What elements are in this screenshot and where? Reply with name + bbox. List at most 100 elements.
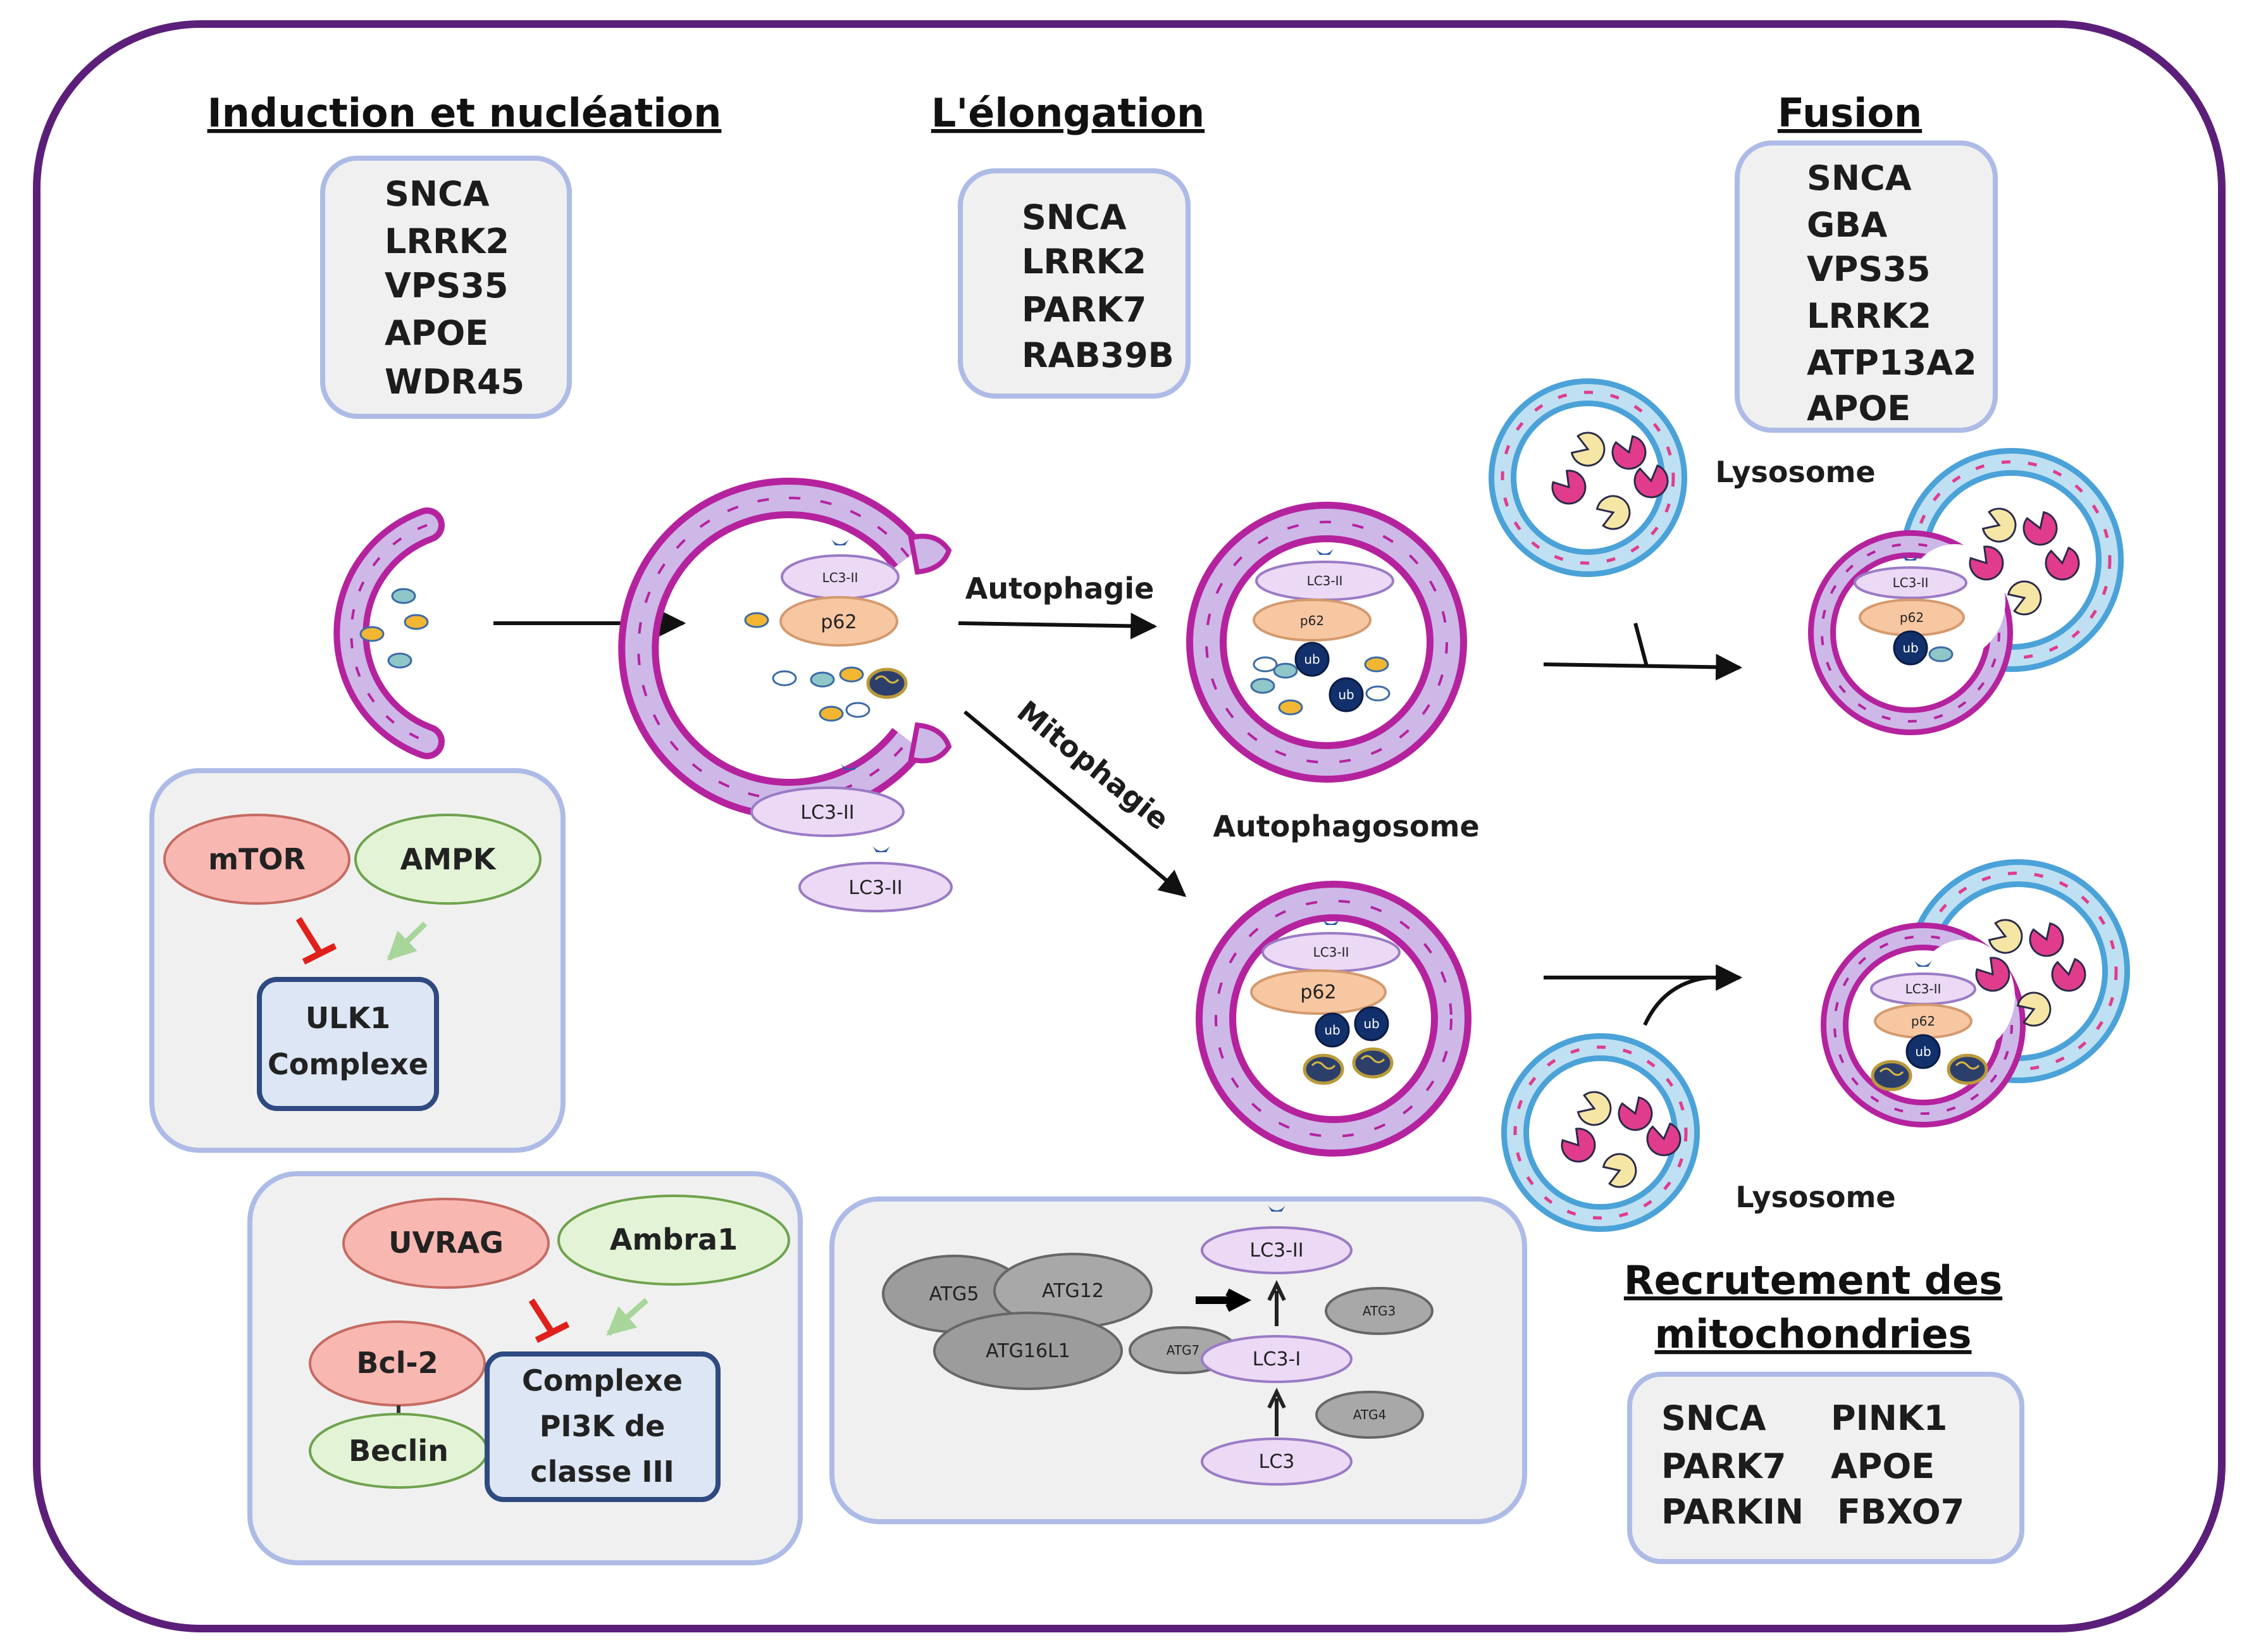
atg-lc3-label: LC3 bbox=[1259, 1451, 1295, 1473]
ub-label: ub bbox=[1915, 1044, 1931, 1059]
lc3-ii-label: LC3-II bbox=[822, 570, 858, 585]
arrow-autophagie bbox=[958, 612, 1158, 640]
ampk-node bbox=[354, 814, 542, 905]
arrow-atg-complex bbox=[1196, 1288, 1252, 1312]
lc3-ii-label: LC3-II bbox=[1905, 981, 1942, 997]
label-autophagie: Autophagie bbox=[965, 571, 1155, 606]
label-autophagosome: Autophagosome bbox=[1213, 809, 1479, 843]
lc3-ii-label: LC3-II bbox=[1893, 575, 1929, 590]
mtor-label: mTOR bbox=[208, 842, 306, 876]
gene-parkin: PARKIN bbox=[1661, 1492, 1804, 1532]
gene-box-induction: SNCA LRRK2 VPS35 APOE WDR45 bbox=[320, 156, 572, 419]
inhibit-uvrag bbox=[528, 1298, 570, 1343]
pi3k-label-line1: Complexe bbox=[522, 1363, 683, 1398]
ub-label: ub bbox=[1338, 687, 1354, 702]
mtor-node bbox=[163, 814, 350, 905]
label-lysosome-top: Lysosome bbox=[1715, 455, 1875, 489]
autolysosome-top: LC3-II p62 ub bbox=[1808, 448, 2124, 735]
autophagosome-bottom: LC3-II p62 ub ub bbox=[1196, 881, 1471, 1157]
atg12-label: ATG12 bbox=[1042, 1280, 1104, 1302]
atg7-label: ATG7 bbox=[1167, 1343, 1200, 1358]
atg-lc3-ii-node bbox=[1201, 1226, 1353, 1274]
gene-snca: SNCA bbox=[1022, 197, 1127, 237]
uvrag-node bbox=[342, 1198, 550, 1289]
atg-lc3-ii-label: LC3-II bbox=[1249, 1239, 1303, 1262]
beclin-label: Beclin bbox=[349, 1434, 449, 1468]
ambra1-node bbox=[557, 1195, 790, 1286]
lc3-ii-label: LC3-II bbox=[848, 877, 902, 899]
gene-atp13a2: ATP13A2 bbox=[1807, 343, 1977, 383]
lc3-ii-label: LC3-II bbox=[800, 802, 854, 824]
gene-vps35: VPS35 bbox=[385, 266, 508, 306]
header-recruitment-line1: Recrutement des bbox=[1624, 1257, 2002, 1303]
activate-ambra1 bbox=[606, 1298, 648, 1336]
header-elongation: L'élongation bbox=[931, 90, 1205, 136]
header-fusion: Fusion bbox=[1778, 90, 1922, 136]
autophagosome-top: LC3-II p62 ub ub bbox=[1186, 502, 1467, 783]
gene-lrrk2: LRRK2 bbox=[385, 221, 509, 261]
phagophore bbox=[333, 507, 445, 759]
ulk1-panel: mTOR AMPK ULK1 Complexe bbox=[149, 768, 566, 1153]
header-recruitment-line2: mitochondries bbox=[1655, 1311, 1972, 1357]
free-lc3-ii: LC3-II LC3-II bbox=[750, 764, 953, 912]
atg4-node bbox=[1315, 1391, 1424, 1439]
gene-snca: SNCA bbox=[1661, 1398, 1766, 1438]
ub-label: ub bbox=[1304, 652, 1320, 667]
inhibit-mtor bbox=[295, 917, 337, 965]
atg4-label: ATG4 bbox=[1353, 1407, 1387, 1422]
atg3-node bbox=[1325, 1287, 1434, 1335]
label-lysosome-bottom: Lysosome bbox=[1735, 1180, 1895, 1214]
gene-box-elongation: SNCA LRRK2 PARK7 RAB39B bbox=[958, 168, 1191, 399]
arrow-mitophagie bbox=[963, 710, 1187, 897]
lysosome-top bbox=[1489, 378, 1687, 577]
pi3k-label-line2: PI3K de bbox=[540, 1409, 666, 1443]
gene-gba: GBA bbox=[1807, 205, 1887, 245]
gene-box-recruitment: SNCA PARK7 PARKIN PINK1 APOE FBXO7 bbox=[1627, 1372, 2024, 1564]
gene-box-fusion: SNCA GBA VPS35 LRRK2 ATP13A2 APOE bbox=[1735, 140, 1998, 433]
atg-panel: ATG5 ATG12 ATG16L1 ATG7 ATG3 ATG4 LC3-II… bbox=[829, 1196, 1527, 1524]
gene-rab39b: RAB39B bbox=[1022, 335, 1174, 375]
arrow-lc3i-to-lc3ii bbox=[1267, 1280, 1286, 1326]
p62-label: p62 bbox=[1300, 613, 1324, 628]
atg-lc3-i-label: LC3-I bbox=[1253, 1348, 1301, 1370]
atg16l1-node bbox=[933, 1312, 1123, 1390]
arrow-lc3-to-lc3i bbox=[1267, 1388, 1286, 1436]
pi3k-panel: UVRAG Ambra1 Bcl-2 Beclin Complexe PI3K … bbox=[247, 1171, 803, 1565]
ambra1-label: Ambra1 bbox=[610, 1222, 738, 1257]
bcl2-label: Bcl-2 bbox=[356, 1346, 438, 1380]
p62-label: p62 bbox=[1911, 1014, 1935, 1029]
ub-label: ub bbox=[1324, 1022, 1340, 1038]
lc3-ii-label: LC3-II bbox=[1307, 573, 1343, 588]
pi3k-label-line3: classe III bbox=[530, 1455, 674, 1489]
gene-apoe: APOE bbox=[1831, 1446, 1935, 1486]
ub-label: ub bbox=[1902, 640, 1918, 655]
autolysosome-bottom: LC3-II p62 ub bbox=[1821, 859, 2130, 1127]
ulk1-label-line2: Complexe bbox=[268, 1047, 428, 1081]
ampk-label: AMPK bbox=[400, 842, 497, 876]
gene-park7: PARK7 bbox=[1661, 1446, 1786, 1486]
gene-snca: SNCA bbox=[1807, 158, 1912, 198]
gene-apoe: APOE bbox=[1807, 388, 1911, 428]
gene-apoe: APOE bbox=[385, 313, 488, 353]
p62-label: p62 bbox=[821, 611, 857, 633]
ub-label: ub bbox=[1363, 1016, 1379, 1031]
ulk1-complex bbox=[257, 977, 439, 1111]
gene-lrrk2: LRRK2 bbox=[1807, 296, 1931, 336]
p62-label: p62 bbox=[1300, 981, 1336, 1003]
gene-pink1: PINK1 bbox=[1831, 1398, 1947, 1438]
lc3-ii-label: LC3-II bbox=[1313, 945, 1349, 960]
header-induction: Induction et nucléation bbox=[208, 90, 722, 136]
gene-snca: SNCA bbox=[385, 174, 490, 214]
atg5-label: ATG5 bbox=[929, 1283, 979, 1305]
gene-fbxo7: FBXO7 bbox=[1837, 1492, 1964, 1532]
p62-label: p62 bbox=[1900, 610, 1924, 625]
atg3-label: ATG3 bbox=[1363, 1303, 1396, 1319]
gene-wdr45: WDR45 bbox=[385, 362, 524, 402]
activate-ampk bbox=[387, 921, 428, 961]
uvrag-label: UVRAG bbox=[388, 1226, 504, 1260]
gene-park7: PARK7 bbox=[1022, 290, 1146, 330]
ulk1-label-line1: ULK1 bbox=[306, 1001, 390, 1035]
pi3k-complex bbox=[485, 1351, 721, 1502]
atg-lc3-node bbox=[1201, 1438, 1353, 1486]
